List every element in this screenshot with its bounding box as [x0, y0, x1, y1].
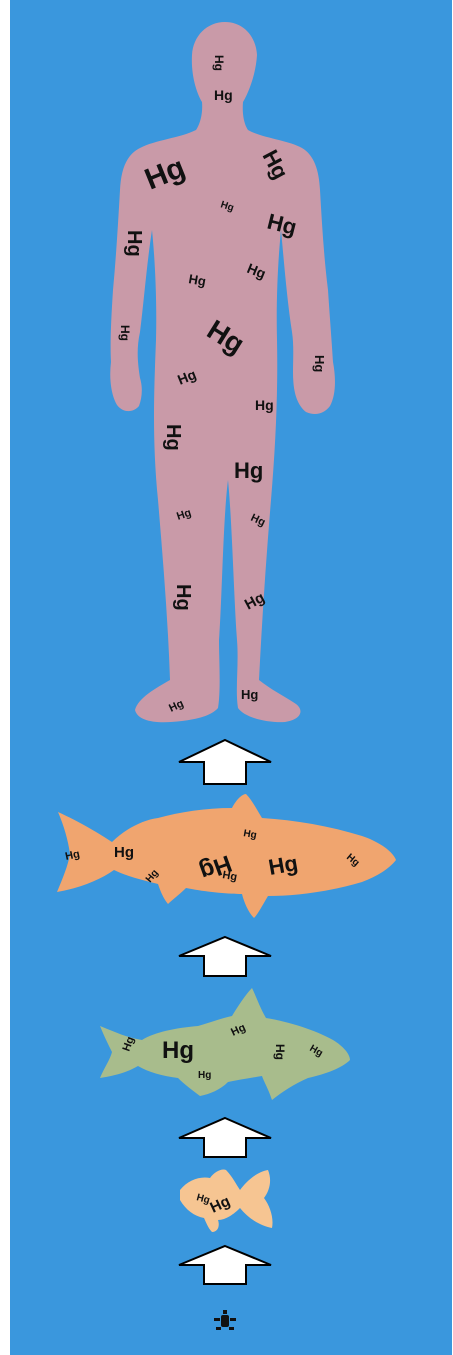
hg-label: Hg: [162, 1037, 194, 1064]
hg-label: Hg: [198, 1070, 211, 1081]
hg-label: Hg: [255, 397, 274, 413]
hg-label: Hg: [273, 1044, 287, 1060]
hg-label: Hg: [241, 687, 258, 702]
hg-label: Hg: [162, 424, 184, 451]
hg-label: Hg: [114, 844, 134, 861]
hg-label: Hg: [234, 458, 263, 483]
hg-label: Hg: [212, 55, 226, 71]
hg-label: Hg: [172, 584, 194, 611]
hg-label: Hg: [221, 869, 238, 883]
hg-label: Hg: [312, 355, 327, 372]
hg-label: Hg: [214, 87, 233, 103]
hg-label: Hg: [118, 325, 132, 341]
hg-label: Hg: [267, 850, 300, 880]
hg-label: Hg: [242, 828, 257, 841]
hg-label: Hg: [123, 230, 145, 257]
hg-label: Hg: [187, 271, 207, 289]
